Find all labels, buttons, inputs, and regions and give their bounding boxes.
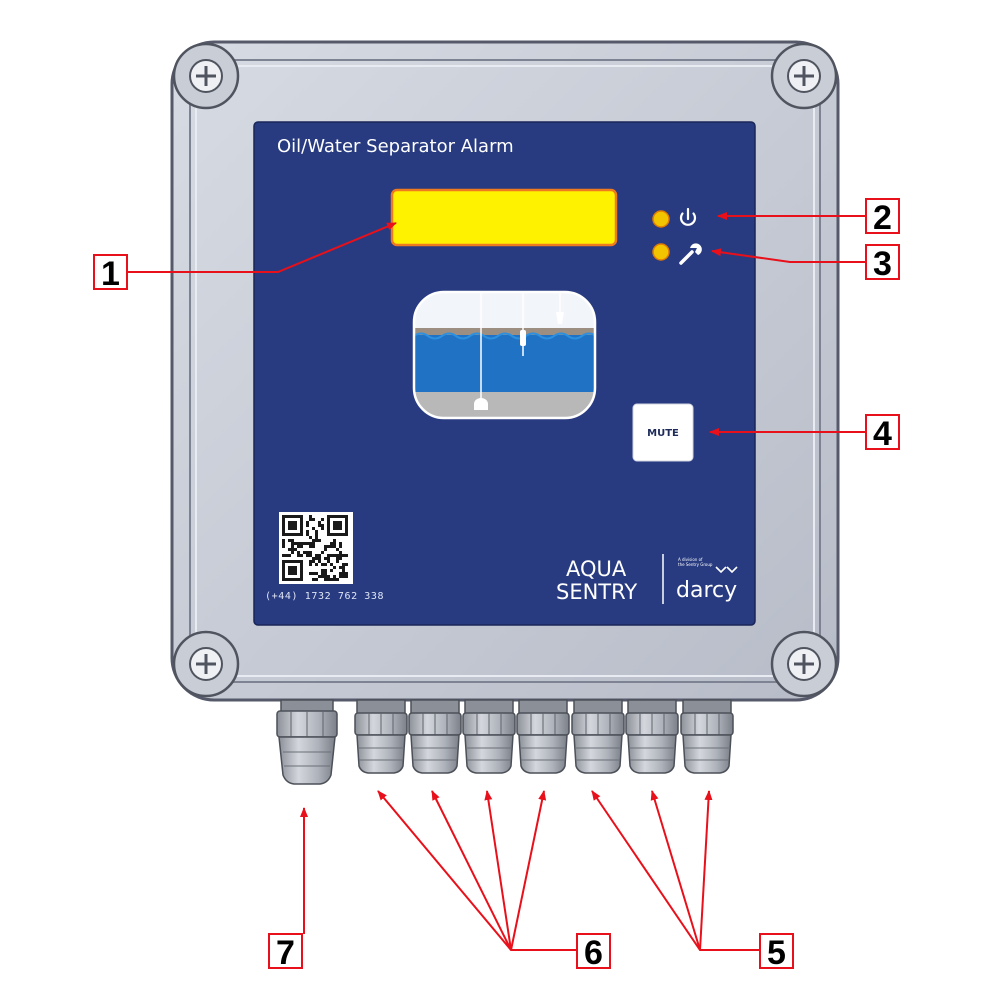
brand-line-2: SENTRY [556, 580, 637, 604]
partner-note-2: the Sentry Group [678, 562, 713, 567]
callout-5-label: 5 [767, 934, 786, 972]
arrow-5c [699, 790, 713, 951]
oil-layer [414, 328, 595, 336]
mute-label: MUTE [647, 428, 679, 439]
partner-note-1: A division of [678, 557, 703, 562]
small-cable-gland [680, 699, 734, 774]
arrow-6c [484, 790, 512, 951]
small-cable-glands [354, 699, 734, 774]
arrow-3 [711, 248, 866, 263]
phone-number: (+44) 1732 762 338 [265, 591, 384, 602]
lcd-display [390, 188, 618, 247]
callout-5: 5 [759, 933, 794, 972]
callout-6-label: 6 [584, 934, 603, 972]
arrow-6b [431, 790, 512, 951]
float-sensor-icon [520, 330, 526, 346]
corner-screw-top-left [172, 42, 240, 110]
corner-screw-bottom-right [770, 630, 838, 698]
small-cable-gland [408, 699, 462, 774]
arrow-6d [510, 790, 547, 951]
service-led [652, 243, 670, 261]
mute-button[interactable]: MUTE [632, 403, 694, 462]
leader-arrows [127, 212, 866, 951]
sludge-sensor-icon [474, 398, 488, 410]
separator-tank-graphic [412, 290, 597, 420]
partner-name: darcy [676, 578, 737, 603]
corner-screw-bottom-left [172, 630, 240, 698]
large-cable-gland [276, 699, 338, 785]
callout-1-label: 1 [101, 255, 120, 293]
sludge-layer [414, 392, 595, 418]
darcy-logo: A division of the Sentry Group darcy [676, 557, 738, 603]
aqua-sentry-logo: AQUA SENTRY [556, 557, 637, 604]
small-cable-gland [571, 699, 625, 774]
callout-1: 1 [93, 254, 128, 293]
callout-6: 6 [576, 933, 611, 972]
small-cable-gland [462, 699, 516, 774]
callout-3: 3 [865, 244, 900, 283]
arrow-1 [127, 222, 397, 273]
callout-2-label: 2 [873, 199, 892, 237]
power-indicator [652, 207, 697, 228]
qr-code [279, 512, 353, 584]
callout-2: 2 [865, 198, 900, 237]
qr-code-pattern [282, 515, 348, 581]
darcy-chevrons-icon [715, 566, 738, 574]
level-probe-icon [556, 312, 564, 324]
panel-title: Oil/Water Separator Alarm [277, 136, 514, 157]
callout-3-label: 3 [873, 245, 892, 283]
service-indicator [652, 243, 702, 265]
small-cable-gland [354, 699, 408, 774]
corner-screw-top-right [770, 42, 838, 110]
callout-4: 4 [865, 414, 900, 453]
arrow-5b [650, 790, 701, 951]
wrench-icon [679, 243, 702, 265]
water-layer [414, 335, 595, 392]
callout-7: 7 [268, 933, 303, 972]
small-cable-gland [625, 699, 679, 774]
power-led [652, 210, 670, 228]
brand-line-1: AQUA [566, 557, 627, 581]
callout-7-label: 7 [276, 934, 295, 972]
arrow-6a [377, 790, 577, 951]
power-icon [679, 207, 697, 226]
small-cable-gland [516, 699, 570, 774]
callout-4-label: 4 [873, 415, 892, 453]
